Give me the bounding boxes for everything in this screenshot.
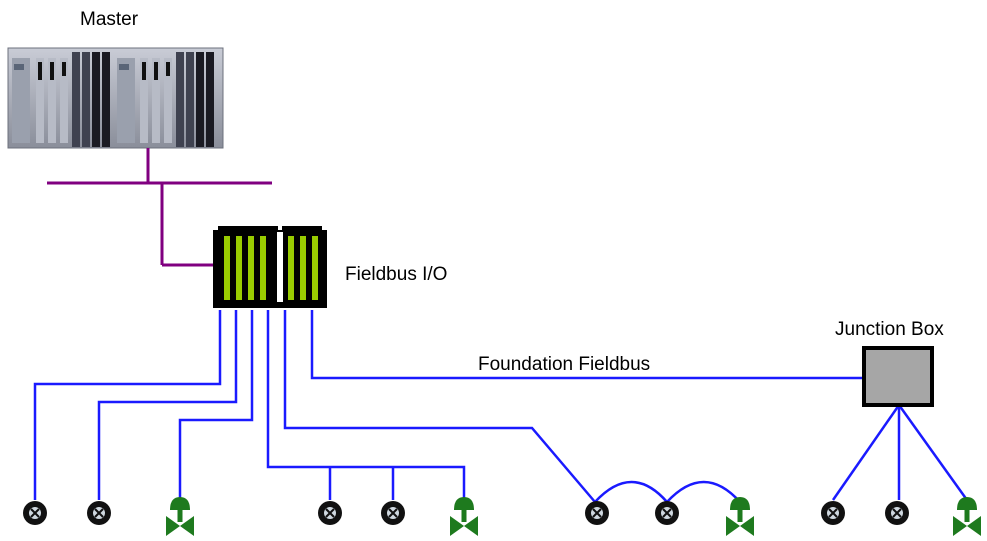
sensor-icon bbox=[654, 500, 680, 526]
master-label: Master bbox=[80, 9, 139, 30]
sensor-icon bbox=[584, 500, 610, 526]
sensor-icon bbox=[86, 500, 112, 526]
sensor-icon bbox=[22, 500, 48, 526]
control-valve-icon bbox=[450, 497, 478, 536]
sensor-icon bbox=[317, 500, 343, 526]
fieldbus-wiring bbox=[33, 310, 969, 503]
foundation-fieldbus-label: Foundation Fieldbus bbox=[478, 354, 650, 375]
control-valve-icon bbox=[953, 497, 981, 536]
junction-box-icon bbox=[862, 346, 934, 407]
sensor-icon bbox=[820, 500, 846, 526]
sensor-icon bbox=[380, 500, 406, 526]
sensor-icon bbox=[884, 500, 910, 526]
fieldbus-io-label: Fieldbus I/O bbox=[345, 264, 447, 285]
master-plc-icon bbox=[7, 47, 224, 149]
fieldbus-io-icon bbox=[213, 226, 327, 308]
control-valve-icon bbox=[166, 497, 194, 536]
junction-box-label: Junction Box bbox=[835, 319, 944, 340]
control-bus bbox=[47, 148, 272, 267]
control-valve-icon bbox=[726, 497, 754, 536]
